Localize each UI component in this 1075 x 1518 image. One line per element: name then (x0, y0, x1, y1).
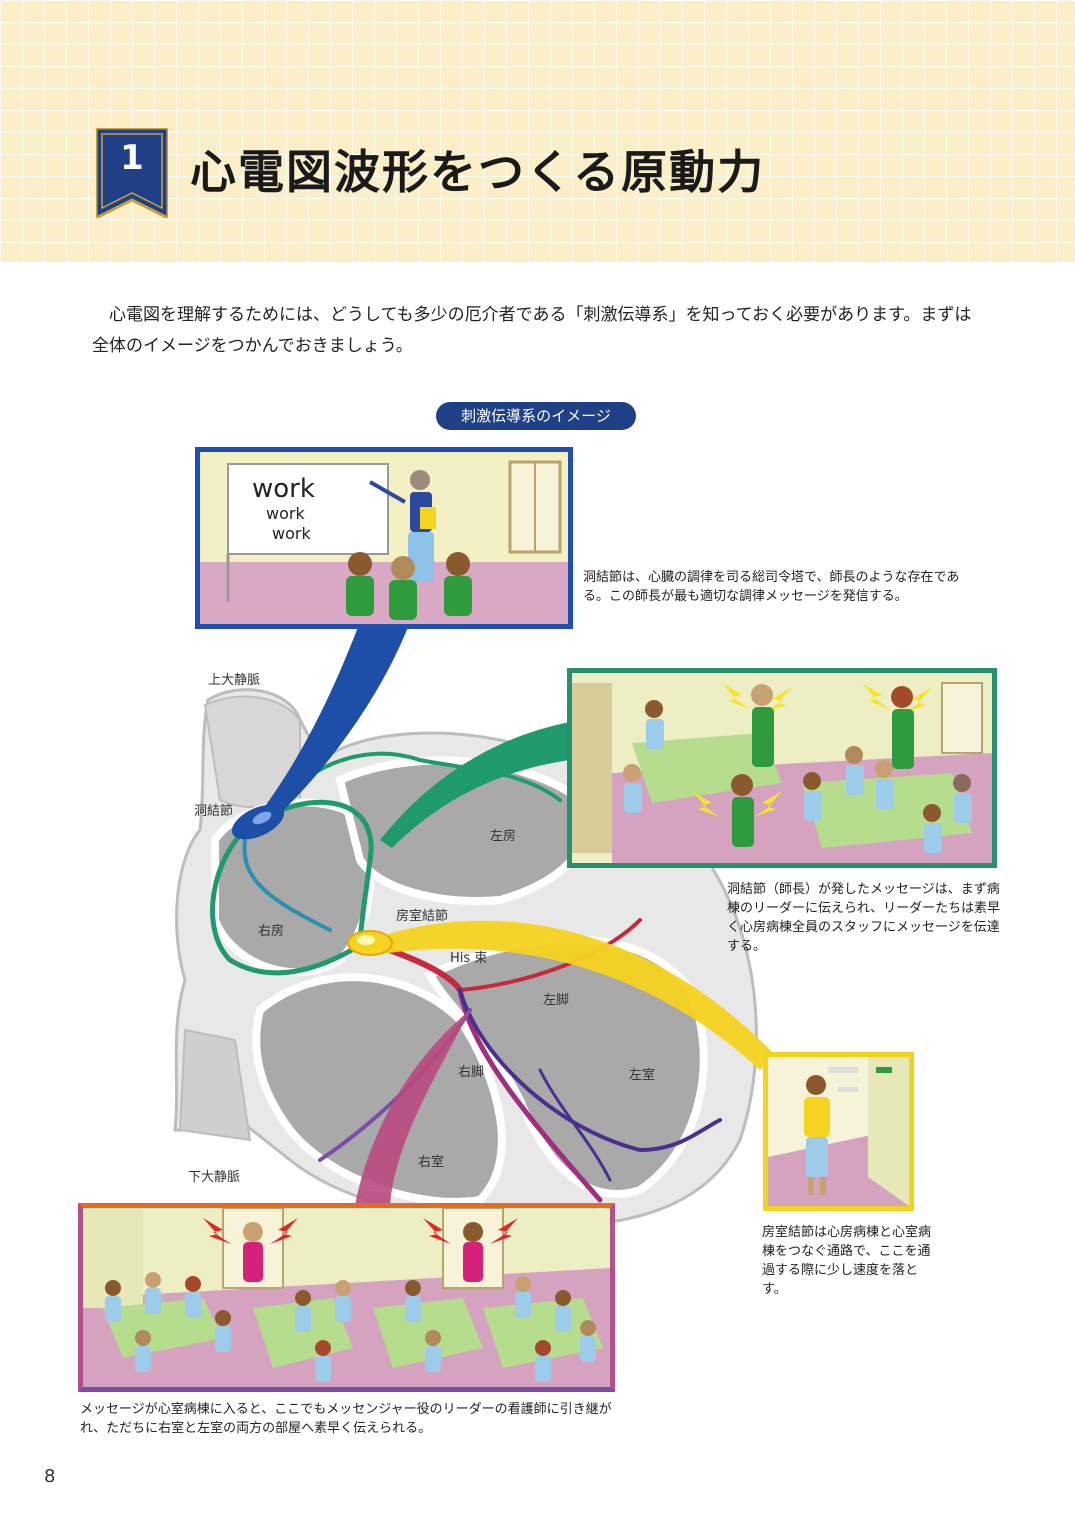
label-left-bundle: 左脚 (543, 993, 570, 1008)
chapter-badge (96, 128, 168, 218)
caption-atria: 洞結節（師長）が発したメッセージは、まず病棟のリーダーに伝えられ、リーダーたちは… (727, 882, 1001, 954)
heart-illustration (173, 688, 758, 1228)
label-sa-node: 洞結節 (194, 804, 234, 819)
label-svc: 上大静脈 (208, 673, 261, 688)
panel-ventricles (78, 1203, 615, 1392)
label-ivc: 下大静脈 (188, 1170, 241, 1185)
beam-av-node (370, 920, 775, 1070)
panel-atria (567, 668, 997, 868)
head-nurse-scene (200, 452, 568, 624)
label-left-ventricle: 左室 (629, 1068, 656, 1083)
label-right-atrium: 右房 (258, 924, 285, 939)
panel-sa-node: work work work (195, 447, 573, 629)
chapter-number: 1 (120, 138, 144, 178)
beam-sa-node (255, 622, 410, 830)
panel-av-node (763, 1052, 914, 1211)
conduction-paths (210, 751, 722, 1203)
label-right-bundle: 右脚 (458, 1065, 485, 1080)
ventricular-ward-scene (83, 1208, 610, 1387)
caption-sa-node: 洞結節は、心臓の調律を司る総司令塔で、師長のような存在である。この師長が最も適切… (583, 570, 960, 604)
beam-ventricles (355, 1010, 470, 1205)
atrial-ward-scene (572, 673, 992, 863)
whiteboard-word-2: work (266, 504, 305, 523)
page-number: 8 (44, 1466, 56, 1487)
whiteboard-word-3: work (272, 524, 311, 543)
label-av-node: 房室結節 (396, 909, 449, 924)
whiteboard-word-1: work (252, 474, 315, 504)
section-title-pill: 刺激伝導系のイメージ (436, 402, 636, 430)
caption-av-node: 房室結節は心房病棟と心室病棟をつなぐ通路で、ここを通過する際に少し速度を落とす。 (762, 1225, 932, 1297)
corridor-scene (768, 1057, 909, 1206)
label-his-bundle: His 束 (450, 951, 488, 966)
caption-ventricles: メッセージが心室病棟に入ると、ここでもメッセンジャー役のリーダーの看護師に引き継… (80, 1402, 612, 1436)
page-title: 心電図波形をつくる原動力 (190, 145, 766, 199)
label-left-atrium: 左房 (490, 829, 517, 844)
header-band (0, 0, 1075, 262)
intro-paragraph: 心電図を理解するためには、どうしても多少の厄介者である「刺激伝導系」を知っておく… (92, 305, 972, 356)
beam-atria (380, 722, 570, 848)
label-right-ventricle: 右室 (418, 1155, 445, 1170)
